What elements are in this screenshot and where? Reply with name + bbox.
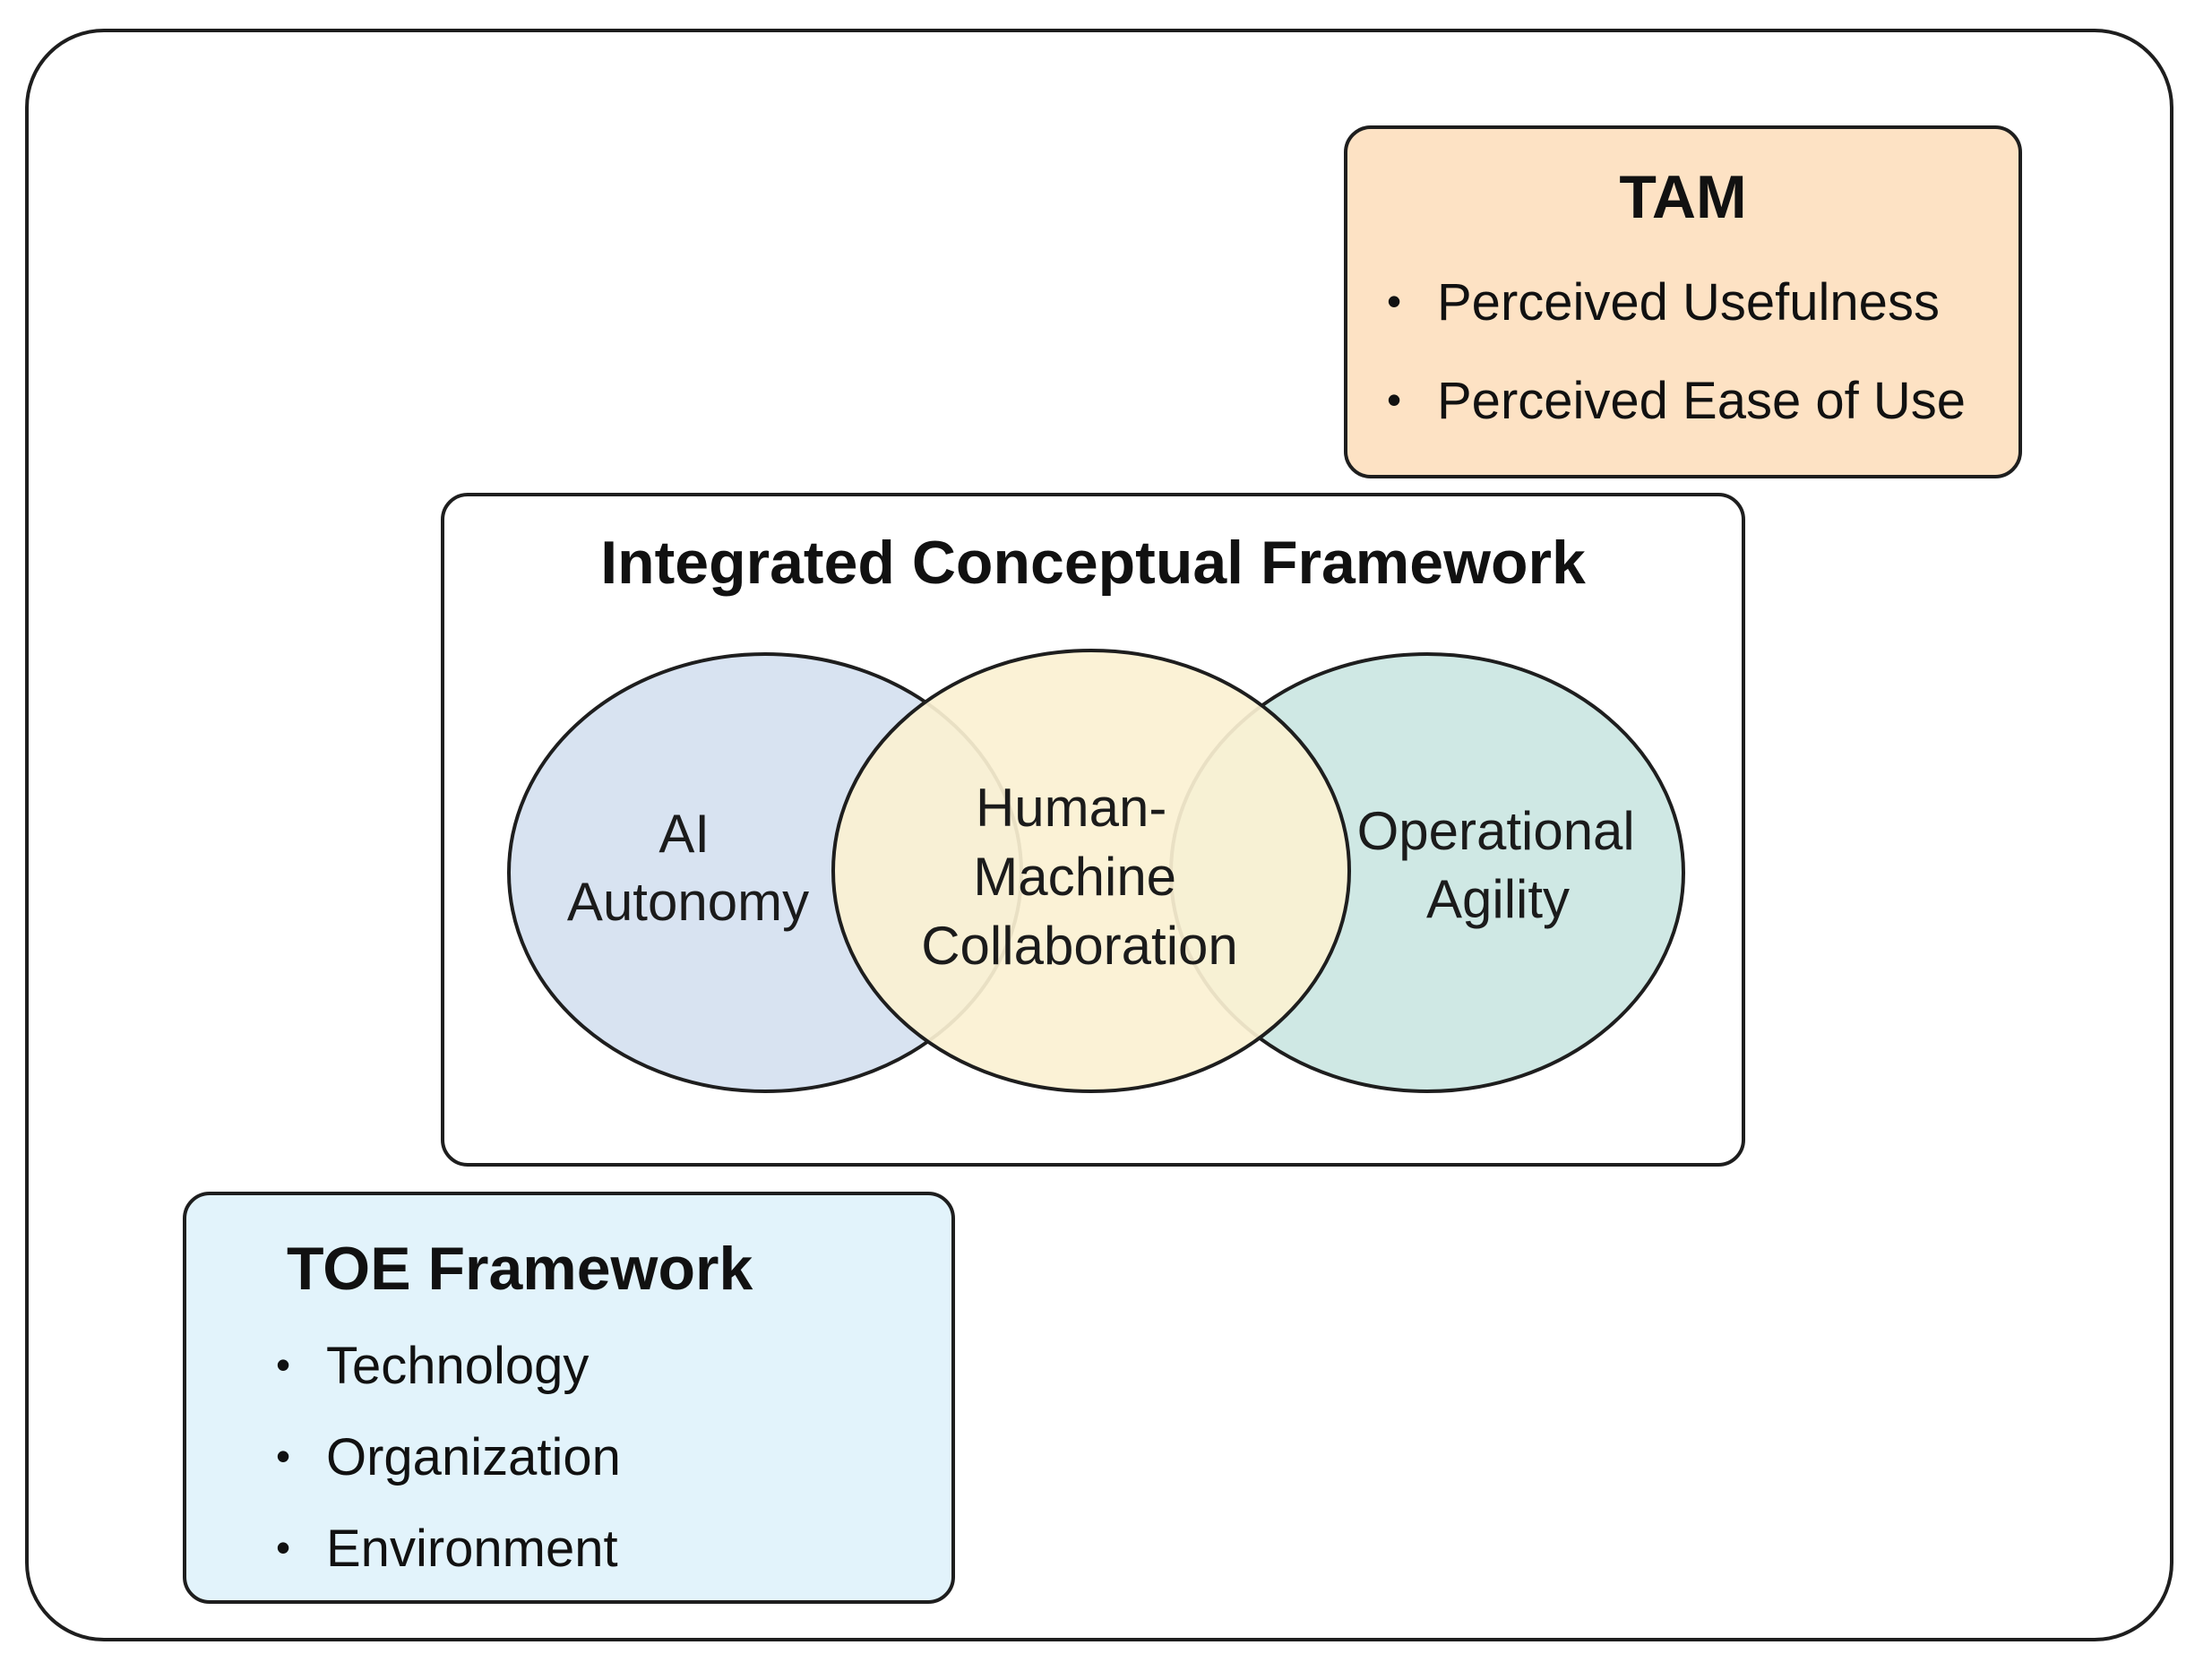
integrated-framework-box: Integrated Conceptual Framework AI Auton… — [441, 493, 1745, 1167]
tam-item-label: Perceived Usefulness — [1437, 273, 1940, 332]
venn-diagram: AI Autonomy Human- Machine Collaboration… — [507, 649, 1685, 1093]
bullet-icon: • — [276, 1340, 291, 1388]
tam-box: TAM •Perceived Usefulness •Perceived Eas… — [1344, 125, 2022, 478]
bullet-icon: • — [1387, 277, 1402, 324]
toe-item-label: Environment — [326, 1520, 618, 1578]
bullet-icon: • — [276, 1432, 291, 1479]
label-ai-autonomy: AI Autonomy — [567, 804, 809, 932]
label-collaboration: Collaboration — [921, 916, 1238, 976]
label-autonomy: Autonomy — [567, 872, 809, 932]
toe-framework-title: TOE Framework — [287, 1235, 753, 1303]
label-human: Human- — [976, 778, 1166, 838]
toe-list: •Technology •Organization •Environment — [276, 1340, 621, 1615]
bullet-icon: • — [276, 1523, 291, 1571]
toe-item-label: Technology — [326, 1337, 590, 1395]
bullet-icon: • — [1387, 375, 1402, 423]
toe-item-label: Organization — [326, 1428, 621, 1486]
label-operational-agility: Operational Agility — [1357, 801, 1650, 929]
label-operational: Operational — [1357, 801, 1635, 861]
toe-item-organization: •Organization — [276, 1432, 621, 1523]
tam-item-perceived-ease-of-use: • Perceived Ease of Use — [1387, 375, 1966, 474]
tam-item-perceived-usefulness: •Perceived Usefulness — [1387, 277, 1966, 375]
toe-framework-box: TOE Framework •Technology •Organization … — [183, 1192, 955, 1604]
tam-list: •Perceived Usefulness • Perceived Ease of… — [1387, 277, 1966, 474]
toe-item-technology: • Technology — [276, 1340, 621, 1432]
tam-item-label: Perceived Ease of Use — [1437, 372, 1966, 430]
label-ai: AI — [658, 804, 710, 864]
tam-title: TAM — [1619, 163, 1747, 231]
circle-human-machine-collaboration — [831, 649, 1351, 1093]
toe-item-environment: • Environment — [276, 1523, 621, 1615]
label-agility: Agility — [1426, 869, 1570, 929]
label-machine: Machine — [973, 847, 1176, 907]
integrated-framework-title: Integrated Conceptual Framework — [600, 529, 1586, 597]
label-human-machine-collaboration: Human- Machine Collaboration — [921, 778, 1238, 976]
